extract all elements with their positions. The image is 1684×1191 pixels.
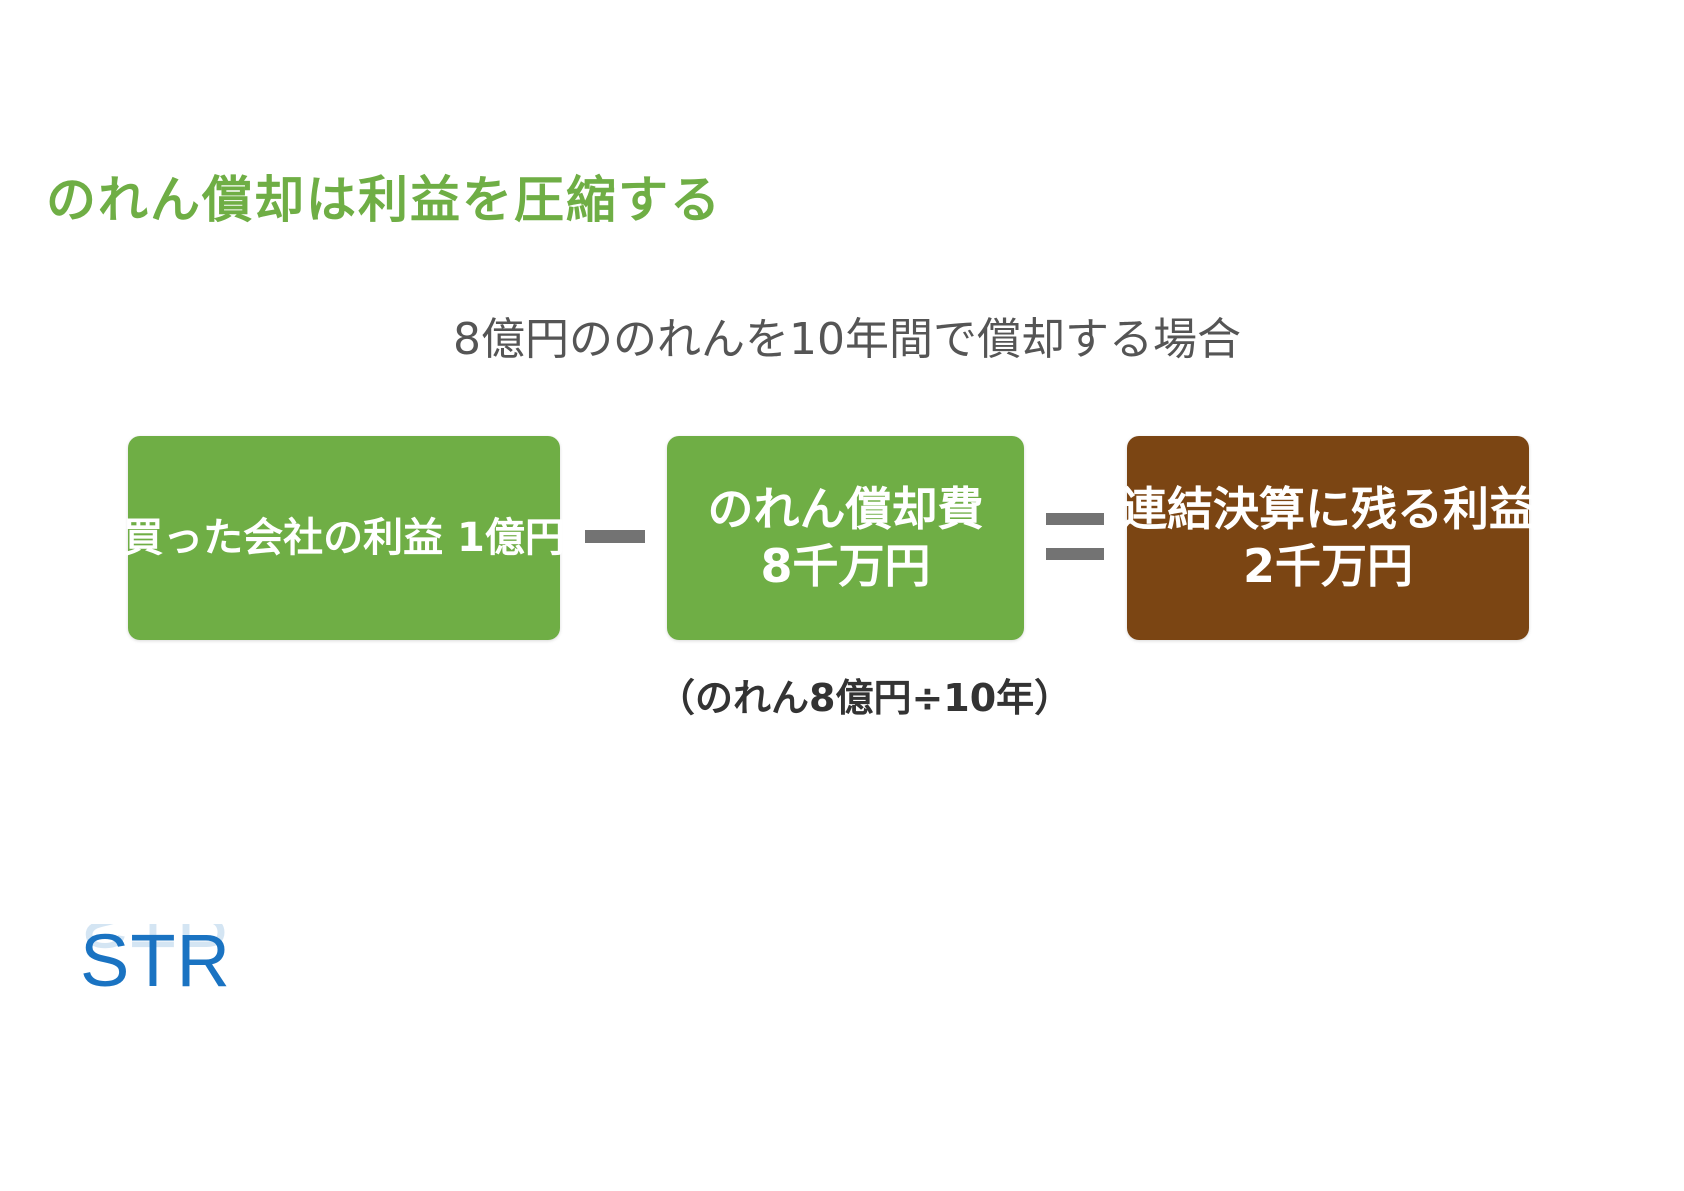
box-goodwill-amortization-amount: 8千万円	[760, 539, 931, 593]
box-goodwill-amortization-label: のれん償却費	[707, 481, 984, 536]
amortization-calculation-note: （のれん8億円÷10年）	[657, 676, 1073, 720]
box-goodwill-amortization: のれん償却費 8千万円	[667, 436, 1024, 640]
box-consolidated-profit: 連結決算に残る利益 2千万円	[1121, 436, 1535, 640]
minus-operator	[585, 530, 645, 543]
str-logo: STR	[80, 919, 231, 1002]
equals-operator-bottom	[1046, 548, 1104, 560]
slide-title: のれん償却は利益を圧縮する	[46, 171, 722, 229]
box-acquired-company-profit-text: 買った会社の利益 1億円	[123, 515, 565, 561]
box-consolidated-profit-amount: 2千万円	[1242, 539, 1413, 593]
box-consolidated-profit-label: 連結決算に残る利益	[1121, 481, 1535, 536]
subtitle: 8億円ののれんを10年間で償却する場合	[453, 314, 1241, 365]
box-acquired-company-profit: 買った会社の利益 1億円	[123, 436, 565, 640]
str-logo-reflection: STR	[80, 924, 231, 964]
equals-operator-top	[1046, 513, 1104, 525]
